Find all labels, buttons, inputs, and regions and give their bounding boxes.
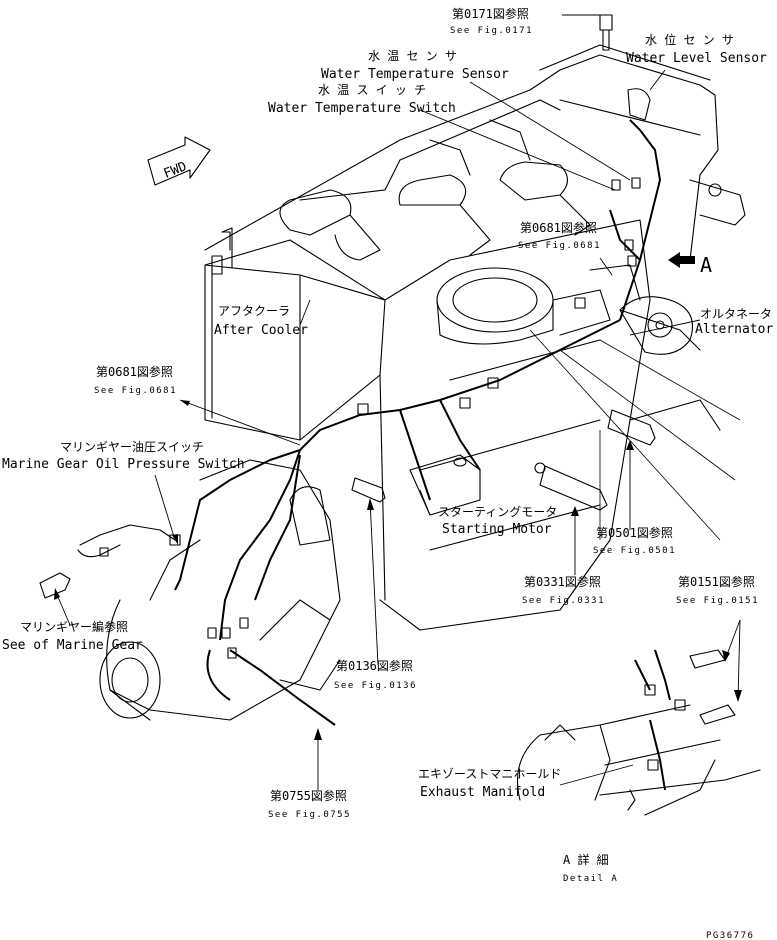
ref-0681-top-en: See Fig.0681 <box>518 241 601 251</box>
after-cooler-en: After Cooler <box>214 323 308 338</box>
marine-gear-ref-en: See of Marine Gear <box>2 638 143 653</box>
starting-motor-en: Starting Motor <box>442 522 552 537</box>
water-temp-switch-en: Water Temperature Switch <box>268 101 456 116</box>
ref-0331-en: See Fig.0331 <box>522 596 605 606</box>
leader-lines <box>54 14 742 790</box>
ref-0151-jp: 第0151図参照 <box>678 574 755 589</box>
ref-0755-en: See Fig.0755 <box>268 810 351 820</box>
detail-a-illustration <box>516 649 761 816</box>
water-temp-sensor-en: Water Temperature Sensor <box>321 67 509 82</box>
forward-arrow-badge: FWD <box>147 136 211 186</box>
view-a-letter: A <box>700 253 712 277</box>
exhaust-manifold-jp: エキゾーストマニホールド <box>418 767 561 781</box>
alternator-jp: オルタネータ <box>700 307 772 321</box>
starting-motor-jp: スターティングモータ <box>438 505 557 519</box>
ref-0681-left-en: See Fig.0681 <box>94 386 177 396</box>
ref-0171-jp: 第0171図参照 <box>452 6 529 21</box>
ref-0171-en: See Fig.0171 <box>450 26 533 36</box>
forward-badge-text: FWD <box>162 159 190 182</box>
marine-gear-switch-en: Marine Gear Oil Pressure Switch <box>2 457 245 472</box>
ref-0755-jp: 第0755図参照 <box>270 788 347 803</box>
ref-0681-top-jp: 第0681図参照 <box>520 220 597 235</box>
ref-0501-en: See Fig.0501 <box>593 546 676 556</box>
water-level-sensor-jp: 水 位 セ ン サ <box>645 32 734 47</box>
water-temp-sensor-jp: 水 温 セ ン サ <box>368 49 457 63</box>
ref-0331-jp: 第0331図参照 <box>524 574 601 589</box>
ref-0151-en: See Fig.0151 <box>676 596 759 606</box>
exhaust-manifold-en: Exhaust Manifold <box>420 785 545 800</box>
ref-0136-en: See Fig.0136 <box>334 681 417 691</box>
ref-0136-jp: 第0136図参照 <box>336 658 413 673</box>
view-a-marker: A <box>668 252 712 277</box>
drawing-code: PG36776 <box>706 931 754 940</box>
ref-0681-left-jp: 第0681図参照 <box>96 364 173 379</box>
detail-a-jp: A 詳 細 <box>563 852 609 867</box>
callout-labels: 第0171図参照 See Fig.0171 水 位 セ ン サ Water Le… <box>2 6 773 940</box>
marine-gear-switch-jp: マリンギヤー油圧スイッチ <box>60 440 204 454</box>
ref-0501-jp: 第0501図参照 <box>596 525 673 540</box>
water-level-sensor-en: Water Level Sensor <box>626 51 767 66</box>
water-temp-switch-jp: 水 温 ス イ ッ チ <box>318 83 426 97</box>
detail-a-en: Detail A <box>563 874 618 884</box>
after-cooler-jp: アフタクーラ <box>218 304 290 318</box>
marine-gear-ref-jp: マリンギヤー編参照 <box>20 619 128 634</box>
alternator-en: Alternator <box>695 322 773 337</box>
